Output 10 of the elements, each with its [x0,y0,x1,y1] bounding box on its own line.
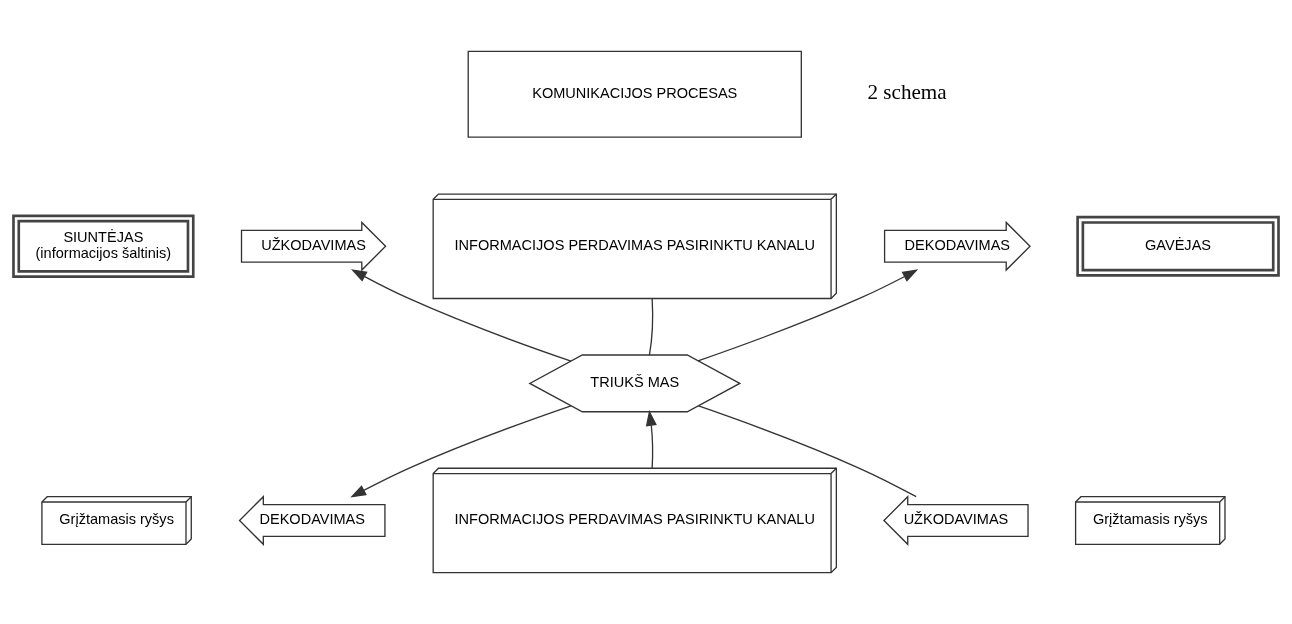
arrow [351,269,572,362]
arrow [350,405,572,498]
node-box: SIUNTĖJAS (informacijos šaltinis) [12,214,195,278]
connector [697,405,917,498]
node-box: KOMUNIKACIJOS PROCESAS [467,50,802,138]
node-box: GAVĖJAS [1076,215,1280,277]
arrow [697,269,919,362]
arrow [645,409,657,469]
label: 2 schema [867,80,947,105]
connector [648,298,654,356]
